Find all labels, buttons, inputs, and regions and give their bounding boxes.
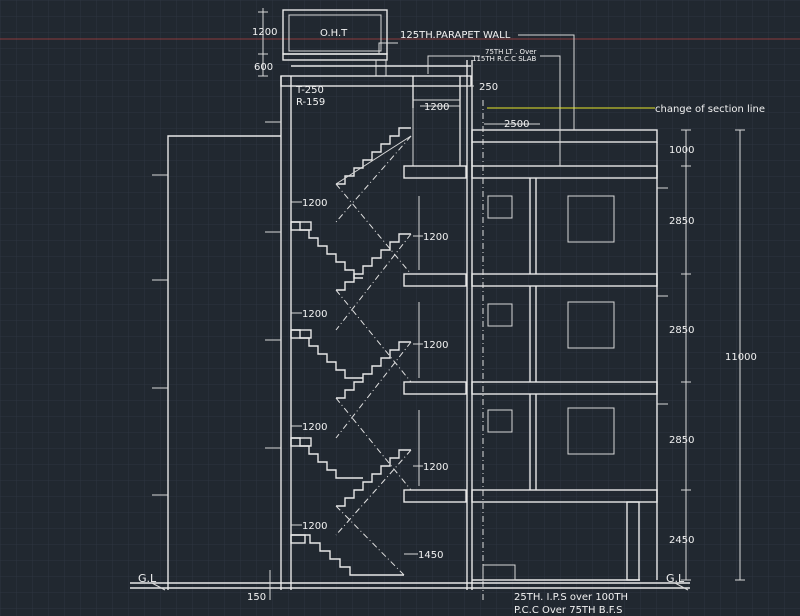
ips-label-2: P.C.C Over 75TH B.F.S bbox=[514, 605, 622, 616]
left-building-outline bbox=[152, 121, 281, 590]
tread-label: T-250 bbox=[295, 85, 324, 96]
ground-level: G.L G.L bbox=[130, 572, 690, 591]
dim-ground-2450: 2450 bbox=[669, 535, 694, 546]
dim-landing-c: 1200 bbox=[302, 309, 327, 320]
dim-parapet-1000: 1000 bbox=[669, 145, 694, 156]
dim-landing-b: 1200 bbox=[423, 232, 448, 243]
overhead-tank: O.H.T bbox=[282, 9, 388, 76]
lintel-label-2: 115TH R.C.C SLAB bbox=[472, 55, 536, 63]
dim-span-2500: 2500 bbox=[504, 119, 529, 130]
gl-left-label: G.L bbox=[138, 572, 157, 585]
dim-floor-2850-c: 2850 bbox=[669, 435, 694, 446]
dim-landing-f: 1200 bbox=[423, 462, 448, 473]
dim-total-11000: 11000 bbox=[725, 352, 757, 363]
gl-right-label: G.L bbox=[666, 572, 685, 585]
tank-dimensions: 1200 600 bbox=[252, 8, 277, 77]
change-section-label: change of section line bbox=[655, 104, 765, 115]
dim-landing-g: 1200 bbox=[302, 521, 327, 532]
right-building-section bbox=[471, 100, 668, 600]
ips-label-1: 25TH. I.P.S over 100TH bbox=[514, 592, 628, 603]
dim-plinth-150: 150 bbox=[247, 592, 266, 603]
oht-label: O.H.T bbox=[320, 28, 348, 39]
stair-floor-slabs bbox=[290, 165, 467, 544]
dim-landing-e: 1200 bbox=[302, 422, 327, 433]
parapet-label: 125TH.PARAPET WALL bbox=[400, 30, 511, 41]
dim-gap-250: 250 bbox=[479, 82, 498, 93]
dim-oht-height: 1200 bbox=[252, 27, 277, 38]
dim-oht-base: 600 bbox=[254, 62, 273, 73]
dim-landing-a: 1200 bbox=[302, 198, 327, 209]
dim-bottom-1450: 1450 bbox=[418, 550, 443, 561]
stair-flights bbox=[291, 127, 412, 576]
riser-label: R-159 bbox=[296, 97, 325, 108]
dim-floor-2850-a: 2850 bbox=[669, 216, 694, 227]
dim-top-1200: 1200 bbox=[424, 102, 449, 113]
annotation-leaders bbox=[378, 34, 655, 166]
lintel-label-1: 75TH LT . Over bbox=[485, 48, 537, 56]
dim-floor-2850-b: 2850 bbox=[669, 325, 694, 336]
dim-landing-d: 1200 bbox=[423, 340, 448, 351]
dimension-lines bbox=[269, 129, 745, 600]
